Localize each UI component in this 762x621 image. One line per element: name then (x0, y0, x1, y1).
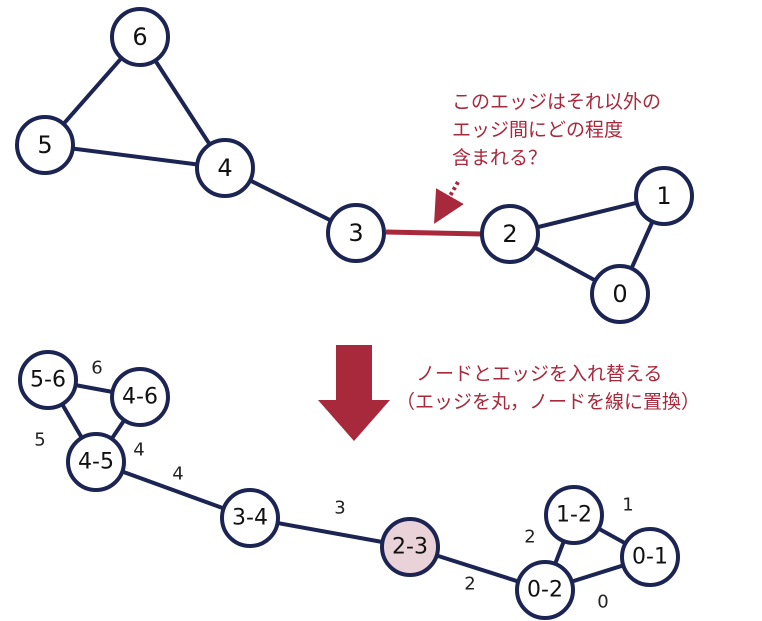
node-0: 0 (590, 264, 650, 324)
node-1: 1 (634, 166, 694, 226)
transform-caption-line-2: （エッジを丸，ノードを線に置換） (396, 391, 700, 413)
bottom-graph: 5-6 4-6 4-5 3-4 2-3 1-2 0-1 0-2 (18, 350, 680, 620)
node-label: 1 (656, 182, 671, 210)
question-line-1: このエッジはそれ以外の (452, 91, 661, 113)
node-label: 1-2 (556, 503, 592, 528)
node-2-3-highlighted: 2-3 (380, 517, 440, 577)
question-annotation: このエッジはそれ以外の エッジ間にどの程度 含まれる？ (434, 91, 661, 224)
node-label: 4 (217, 154, 232, 182)
edge-weight: 6 (91, 358, 102, 379)
node-label: 0-2 (527, 578, 563, 603)
transform-section: ノードとエッジを入れ替える （エッジを丸，ノードを線に置換） (318, 345, 700, 441)
node-3: 3 (326, 203, 386, 263)
node-label: 4-6 (122, 385, 158, 410)
node-1-2: 1-2 (544, 485, 604, 545)
edge-5-4 (44, 143, 226, 170)
edge-weight: 4 (133, 440, 144, 461)
top-graph: 6 5 4 3 2 1 0 このエッジはそれ以外の エッジ間にどの程 (15, 7, 694, 324)
edge-weight: 2 (524, 527, 535, 548)
node-label: 4-5 (78, 450, 114, 475)
question-line-2: エッジ間にどの程度 (452, 119, 623, 141)
node-4-5: 4-5 (66, 432, 126, 492)
edge-weight: 5 (34, 430, 45, 451)
node-6: 6 (110, 7, 170, 67)
down-arrow-icon (318, 345, 390, 441)
node-label: 5-6 (30, 368, 66, 393)
node-label: 3-4 (232, 506, 268, 531)
node-5-6: 5-6 (18, 350, 78, 410)
edge-weight: 0 (597, 592, 608, 613)
node-0-1: 0-1 (620, 527, 680, 587)
transform-caption-line-1: ノードとエッジを入れ替える (416, 363, 662, 385)
edge-weight: 4 (172, 464, 183, 485)
node-5: 5 (15, 115, 75, 175)
edge-weight: 3 (334, 498, 345, 519)
node-label: 0 (612, 280, 627, 308)
node-label: 2-3 (392, 535, 428, 560)
node-label: 5 (37, 131, 52, 159)
node-label: 2 (502, 220, 517, 248)
node-4: 4 (195, 138, 255, 198)
question-line-3: 含まれる？ (452, 147, 547, 169)
edge-weight: 1 (622, 495, 633, 516)
edge-3-2-highlighted (385, 229, 483, 237)
node-label: 0-1 (632, 545, 668, 570)
node-0-2: 0-2 (515, 560, 575, 620)
node-label: 6 (132, 23, 147, 51)
node-3-4: 3-4 (220, 488, 280, 548)
node-4-6: 4-6 (110, 367, 170, 427)
edge-weight: 2 (464, 574, 475, 595)
node-label: 3 (348, 219, 363, 247)
dotted-arrow-icon (434, 181, 464, 224)
node-2: 2 (480, 204, 540, 264)
